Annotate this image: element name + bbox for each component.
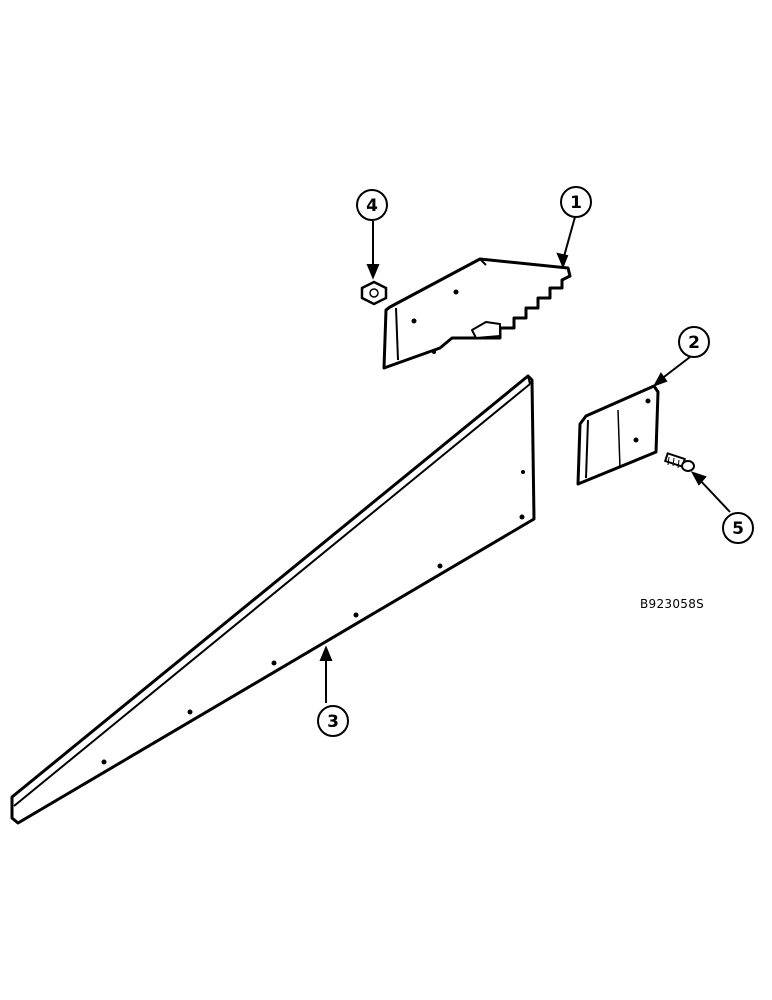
callout-5: 5 <box>722 512 754 544</box>
part-small-plate <box>576 384 660 486</box>
arrowhead-3 <box>319 645 333 661</box>
arrowhead-4 <box>366 264 380 280</box>
callout-3: 3 <box>317 705 349 737</box>
arrowhead-1 <box>556 252 569 269</box>
part-long-tapered-panel <box>10 374 536 825</box>
leader-2 <box>659 356 691 381</box>
arrowhead-2 <box>652 372 668 387</box>
arrowhead-5 <box>690 471 707 486</box>
leader-lines <box>319 216 731 703</box>
part-bolt <box>663 452 695 472</box>
callout-5-label: 5 <box>732 519 744 539</box>
reference-code: B923058S <box>640 597 705 611</box>
leader-1 <box>562 216 576 261</box>
part-upper-stepped-panel <box>382 257 572 370</box>
callout-2-label: 2 <box>688 333 700 353</box>
callout-2: 2 <box>678 326 710 358</box>
callout-4-label: 4 <box>366 196 378 216</box>
callout-1: 1 <box>560 186 592 218</box>
callout-4: 4 <box>356 189 388 221</box>
callout-1-label: 1 <box>570 193 582 213</box>
part-nut <box>360 280 388 306</box>
callout-3-label: 3 <box>327 712 339 732</box>
leader-5 <box>697 477 731 513</box>
